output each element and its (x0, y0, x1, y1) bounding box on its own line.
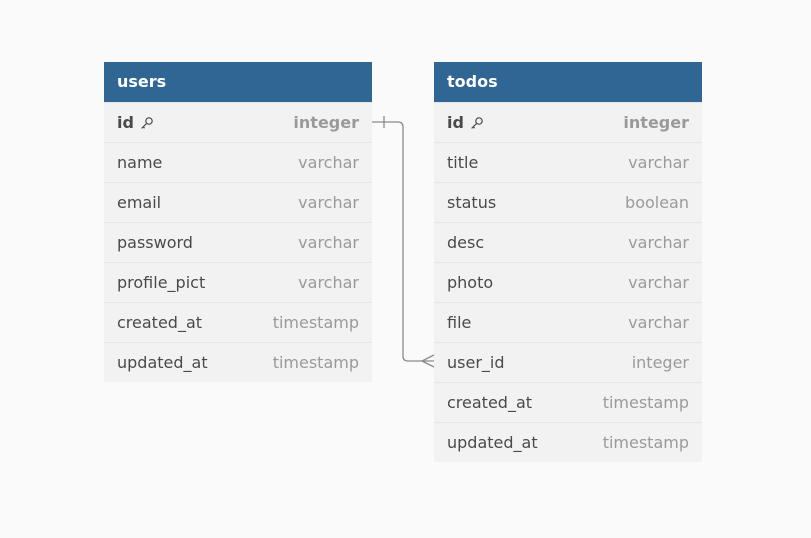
table-header-users[interactable]: users (104, 62, 372, 102)
column-name: id (117, 113, 134, 132)
column-type: varchar (298, 233, 359, 252)
column-type: varchar (628, 153, 689, 172)
column-name: profile_pict (117, 273, 206, 292)
table-header-todos[interactable]: todos (434, 62, 702, 102)
column-row-todos-desc[interactable]: desc varchar (434, 222, 702, 262)
column-row-users-id[interactable]: id integer (104, 102, 372, 142)
column-type: varchar (628, 273, 689, 292)
column-row-users-updated-at[interactable]: updated_at timestamp (104, 342, 372, 382)
column-type: integer (293, 113, 359, 132)
column-type: integer (631, 353, 689, 372)
column-row-users-name[interactable]: name varchar (104, 142, 372, 182)
table-todos[interactable]: todos id integer title varchar status bo… (434, 62, 702, 462)
relationship-line (372, 121, 434, 362)
column-name: title (447, 153, 479, 172)
column-name: id (447, 113, 464, 132)
column-type: varchar (628, 233, 689, 252)
column-name: updated_at (117, 353, 208, 372)
column-row-todos-user-id[interactable]: user_id integer (434, 342, 702, 382)
column-name: email (117, 193, 162, 212)
column-row-users-profile-pict[interactable]: profile_pict varchar (104, 262, 372, 302)
many-cardinality-marker-top (421, 354, 435, 362)
column-type: integer (623, 113, 689, 132)
column-type: timestamp (272, 313, 359, 332)
column-name: user_id (447, 353, 505, 372)
column-name: status (447, 193, 497, 212)
column-row-todos-title[interactable]: title varchar (434, 142, 702, 182)
column-name: created_at (117, 313, 203, 332)
column-name: name (117, 153, 163, 172)
column-name: desc (447, 233, 485, 252)
key-icon (470, 116, 484, 130)
table-users[interactable]: users id integer name varchar email varc… (104, 62, 372, 382)
column-type: timestamp (602, 393, 689, 412)
column-name: updated_at (447, 433, 538, 452)
column-type: varchar (298, 273, 359, 292)
column-row-todos-file[interactable]: file varchar (434, 302, 702, 342)
column-row-todos-photo[interactable]: photo varchar (434, 262, 702, 302)
column-name: file (447, 313, 472, 332)
column-row-todos-status[interactable]: status boolean (434, 182, 702, 222)
many-cardinality-marker-bottom (421, 360, 435, 368)
column-row-users-password[interactable]: password varchar (104, 222, 372, 262)
column-type: boolean (625, 193, 689, 212)
column-row-todos-created-at[interactable]: created_at timestamp (434, 382, 702, 422)
key-icon (140, 116, 154, 130)
column-name: password (117, 233, 193, 252)
column-type: varchar (298, 193, 359, 212)
column-row-users-created-at[interactable]: created_at timestamp (104, 302, 372, 342)
column-row-todos-updated-at[interactable]: updated_at timestamp (434, 422, 702, 462)
column-type: varchar (298, 153, 359, 172)
column-type: timestamp (272, 353, 359, 372)
column-type: timestamp (602, 433, 689, 452)
column-row-users-email[interactable]: email varchar (104, 182, 372, 222)
column-name: created_at (447, 393, 533, 412)
column-type: varchar (628, 313, 689, 332)
column-name: photo (447, 273, 494, 292)
column-row-todos-id[interactable]: id integer (434, 102, 702, 142)
